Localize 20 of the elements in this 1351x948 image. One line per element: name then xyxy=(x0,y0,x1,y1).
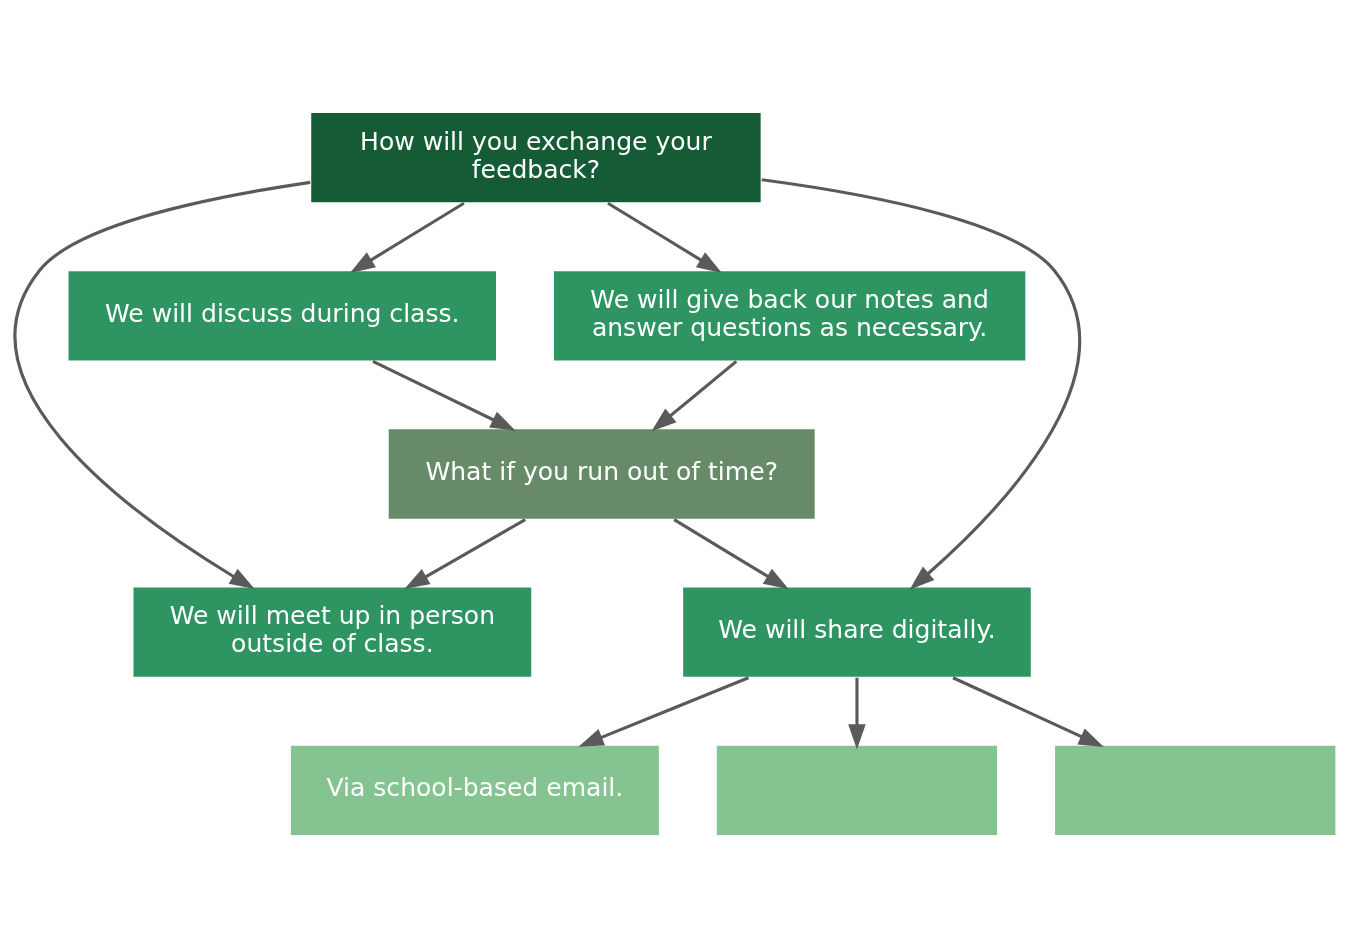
arrow xyxy=(578,676,750,747)
node-box: We will give back our notes and answer questions as necessary. xyxy=(552,269,1027,363)
arrow xyxy=(349,201,465,273)
arrow xyxy=(848,677,866,750)
arrow xyxy=(404,518,527,590)
node-box: What if you run out of time? xyxy=(387,427,817,521)
node-box: We will discuss during class. xyxy=(66,269,498,363)
arrow xyxy=(761,178,1081,590)
node-box xyxy=(1053,744,1337,837)
node-box: Via school-based email. xyxy=(289,744,661,837)
arrow xyxy=(673,518,789,590)
node-box: We will meet up in person outside of class. xyxy=(131,585,533,679)
arrow xyxy=(952,676,1104,747)
node-box: We will share digitally. xyxy=(681,585,1033,679)
node-box xyxy=(715,744,999,837)
arrow xyxy=(607,201,722,273)
arrow xyxy=(14,180,311,590)
arrow xyxy=(651,360,738,432)
arrow xyxy=(372,360,516,431)
node-box: How will you exchange your feedback? xyxy=(309,111,763,204)
